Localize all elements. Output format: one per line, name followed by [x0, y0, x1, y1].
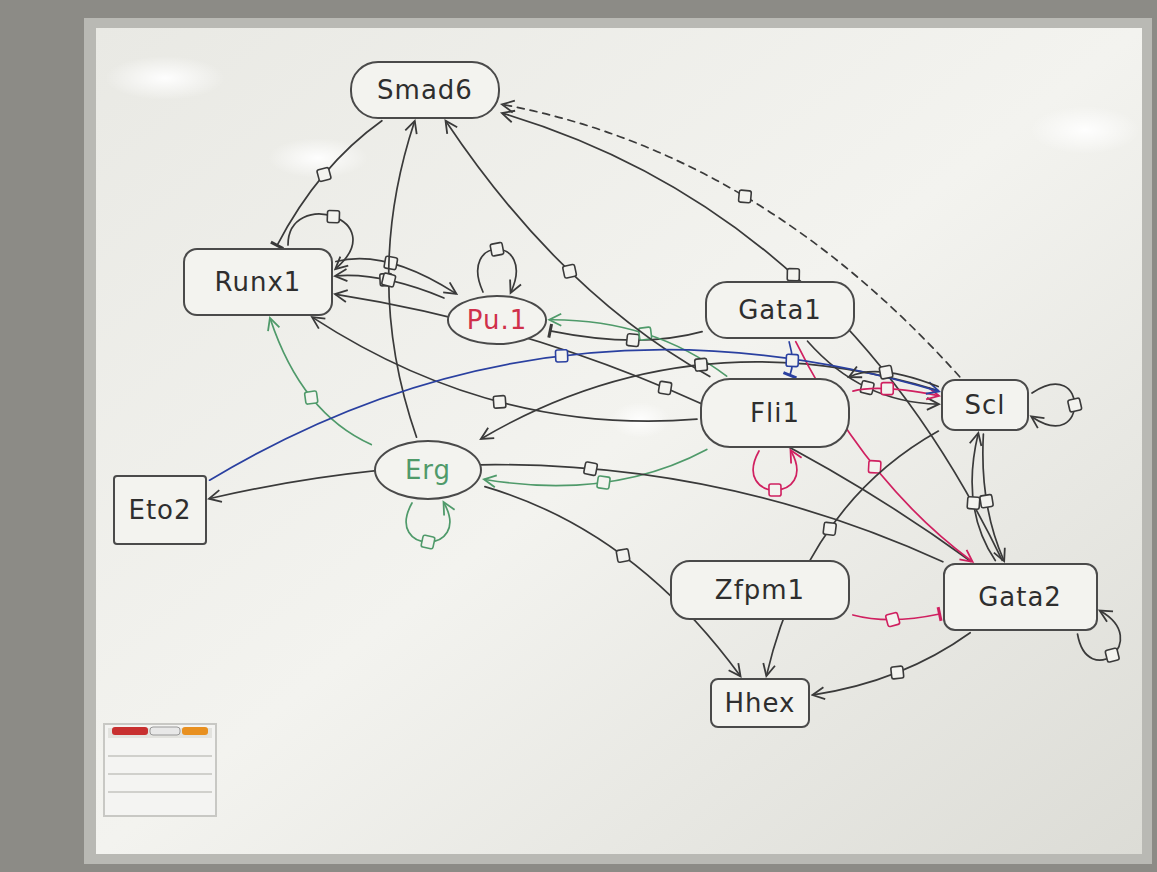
gene-name: Smad6 [377, 75, 473, 105]
activation-connector [550, 320, 726, 376]
logic-gate [562, 264, 576, 278]
gene-name: Pu.1 [467, 305, 528, 335]
logic-gate [980, 494, 994, 508]
logic-gate [658, 381, 672, 395]
gene-name: Scl [964, 390, 1005, 420]
logic-gate [317, 167, 332, 182]
board-frame [84, 18, 1152, 864]
logic-gate [1068, 398, 1082, 412]
logic-gate [493, 396, 506, 409]
logic-gate [555, 350, 567, 362]
logic-gate [967, 497, 980, 510]
gene-node: Erg [374, 440, 482, 500]
logic-gate [823, 522, 836, 535]
gene-node: Eto2 [113, 475, 207, 545]
activation-connector [210, 350, 939, 481]
gene-name: Erg [405, 455, 451, 485]
gene-name: Zfpm1 [715, 575, 805, 605]
gene-node: Smad6 [350, 61, 500, 119]
logic-gate [616, 549, 630, 563]
gene-node: Hhex [710, 678, 811, 728]
logic-gate [327, 210, 339, 222]
activation-connector [796, 342, 972, 562]
activation-connector [210, 465, 943, 562]
gene-node: Pu.1 [447, 295, 548, 345]
logic-gate [1105, 648, 1120, 663]
marker-tray [104, 724, 216, 816]
gene-name: Eto2 [128, 495, 191, 525]
logic-gate [891, 666, 904, 679]
activation-connector [336, 294, 971, 561]
activation-connector [767, 431, 939, 675]
light-glare [1030, 106, 1140, 154]
logic-gate [597, 476, 611, 490]
logic-gate [695, 358, 708, 371]
gene-name: Gata1 [738, 295, 822, 325]
gene-node: Runx1 [183, 248, 333, 316]
activation-connector [850, 372, 939, 387]
logic-gate [384, 256, 398, 270]
activation-connector [485, 449, 707, 485]
repression-connector [550, 331, 702, 340]
gene-node: Zfpm1 [670, 560, 850, 620]
gene-node: Fli1 [700, 378, 850, 448]
light-glare [105, 56, 225, 100]
activation-connector [503, 105, 960, 377]
logic-gate [304, 391, 318, 405]
logic-gate [626, 333, 639, 346]
gene-node: Gata1 [705, 281, 855, 339]
logic-gate [885, 612, 900, 627]
gene-name: Gata2 [978, 582, 1062, 612]
activation-connector [446, 121, 710, 376]
logic-gate [868, 461, 881, 474]
activation-connector [813, 633, 970, 695]
gene-name: Runx1 [215, 267, 302, 297]
gene-node: Gata2 [943, 563, 1098, 631]
gene-name: Hhex [725, 688, 796, 718]
logic-gate [769, 484, 781, 496]
logic-gate [584, 462, 598, 476]
logic-gate [787, 269, 799, 281]
logic-gate [421, 535, 435, 549]
gene-name: Fli1 [750, 398, 800, 428]
logic-gate [881, 383, 893, 395]
logic-gate [490, 242, 504, 256]
logic-gate [381, 273, 396, 288]
logic-gate [786, 354, 798, 366]
logic-gate [879, 365, 893, 379]
board-surface [96, 28, 1142, 854]
activation-connector [853, 388, 938, 395]
activation-connector [503, 113, 1002, 560]
gene-node: Scl [941, 379, 1029, 431]
logic-gate [738, 190, 751, 203]
activation-connector [270, 319, 371, 445]
